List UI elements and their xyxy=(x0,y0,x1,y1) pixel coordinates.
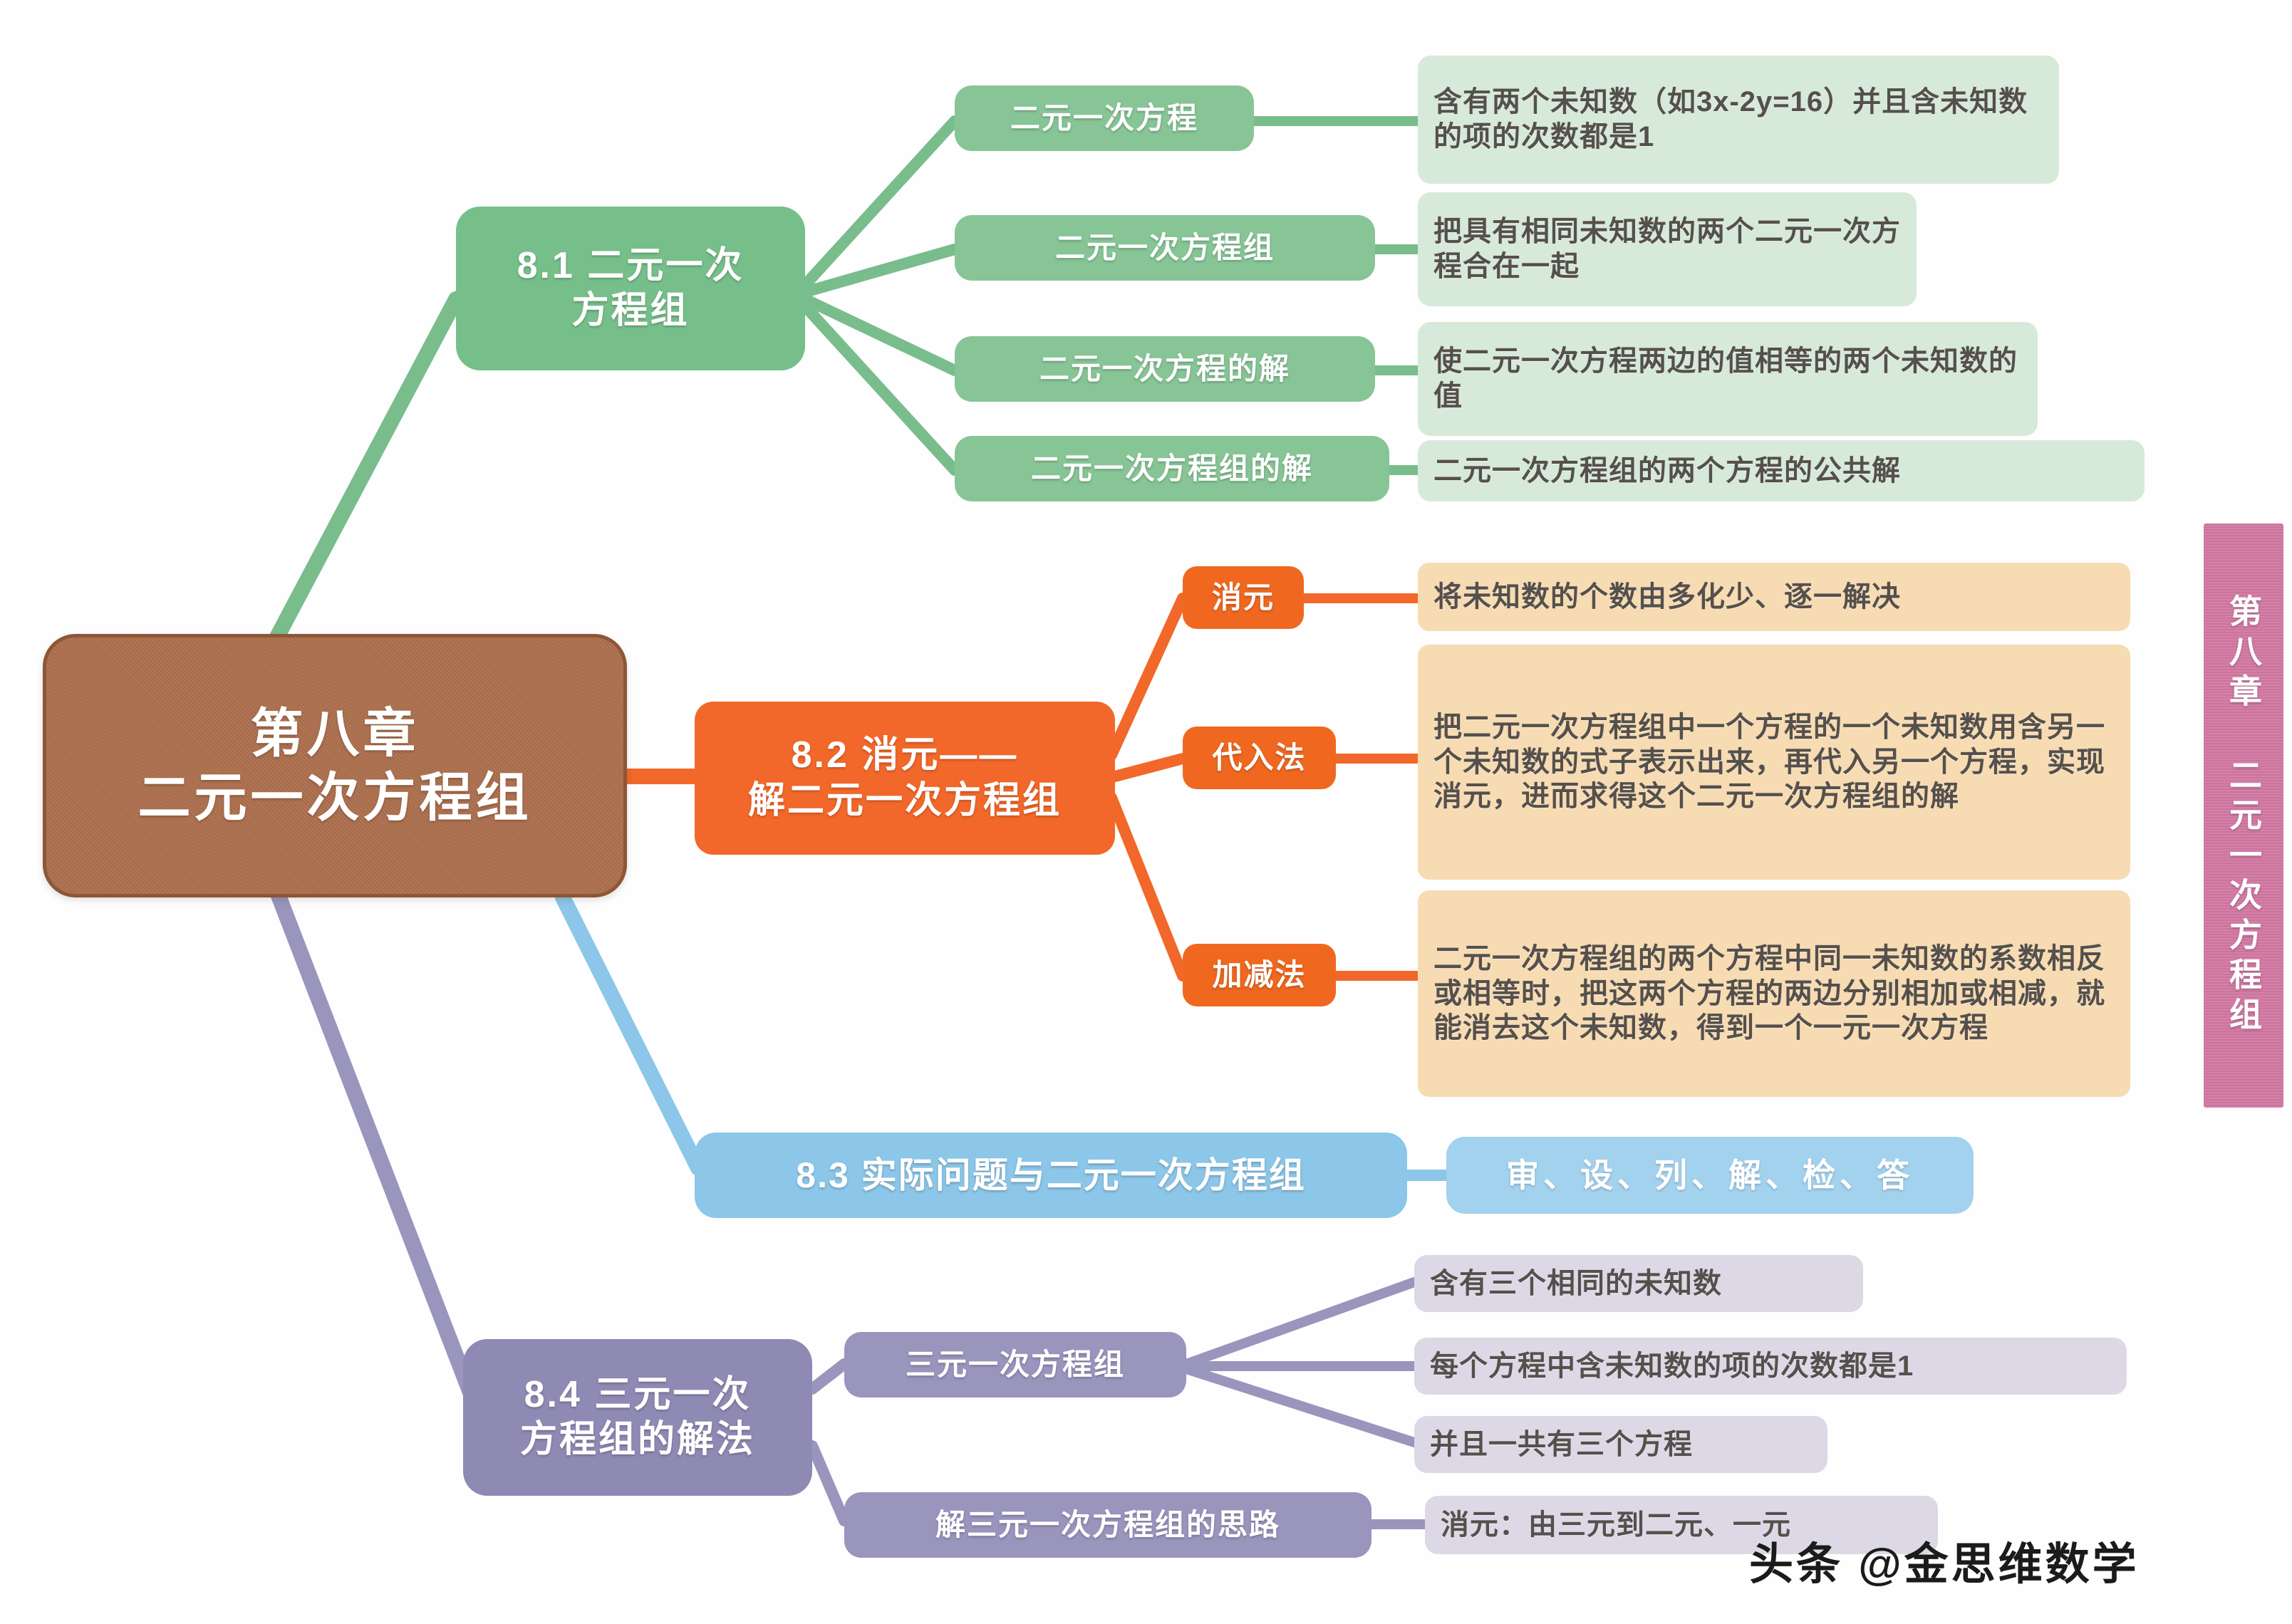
desc-8-4-1-0: 消元：由三元到二元、一元 xyxy=(1425,1496,1938,1554)
desc-8-2-1-text: 把二元一次方程组中一个方程的一个未知数用含另一个未知数的式子表示出来，再代入另一… xyxy=(1433,711,2105,813)
desc-8-4-0-0-text: 含有三个相同的未知数 xyxy=(1430,1267,1722,1299)
desc-8-4-0-2-text: 并且一共有三个方程 xyxy=(1430,1428,1693,1460)
subnode-8-4-0[interactable]: 三元一次方程组 xyxy=(844,1332,1186,1397)
subnode-8-4-1-label: 解三元一次方程组的思路 xyxy=(935,1508,1280,1542)
subnode-8-2-2[interactable]: 加减法 xyxy=(1183,944,1336,1006)
chapter-side-tab-label: 第八章 二元一次方程组 xyxy=(2225,594,2262,1037)
desc-8-4-0-1-text: 每个方程中含未知数的项的次数都是1 xyxy=(1430,1350,1914,1382)
subnode-8-2-1[interactable]: 代入法 xyxy=(1183,727,1336,789)
desc-8-1-0: 含有两个未知数（如3x-2y=16）并且含未知数的项的次数都是1 xyxy=(1418,56,2059,184)
branch-8-1-title-line1: 8.1 二元一次 xyxy=(517,244,745,286)
subnode-8-1-1-label: 二元一次方程组 xyxy=(1054,231,1275,265)
desc-8-2-1: 把二元一次方程组中一个方程的一个未知数用含另一个未知数的式子表示出来，再代入另一… xyxy=(1418,645,2130,880)
subnode-8-2-0[interactable]: 消元 xyxy=(1183,566,1304,629)
subnode-8-2-1-label: 代入法 xyxy=(1212,741,1307,775)
desc-8-1-3-text: 二元一次方程组的两个方程的公共解 xyxy=(1433,454,1901,486)
branch-8-2-title-line2: 解二元一次方程组 xyxy=(747,779,1062,821)
subnode-8-2-0-label: 消元 xyxy=(1211,581,1275,615)
desc-8-1-0-text: 含有两个未知数（如3x-2y=16）并且含未知数的项的次数都是1 xyxy=(1433,86,2028,152)
central-node-line1: 第八章 xyxy=(250,703,420,763)
subnode-8-1-2-label: 二元一次方程的解 xyxy=(1039,352,1290,386)
subnode-8-1-0-label: 二元一次方程 xyxy=(1010,101,1198,135)
desc-8-1-3: 二元一次方程组的两个方程的公共解 xyxy=(1418,440,2145,501)
desc-8-4-0-2: 并且一共有三个方程 xyxy=(1414,1416,1827,1473)
subnode-8-1-3-label: 二元一次方程组的解 xyxy=(1030,452,1313,486)
desc-8-4-1-0-text: 消元：由三元到二元、一元 xyxy=(1441,1509,1791,1541)
branch-node-8-4[interactable]: 8.4 三元一次 方程组的解法 xyxy=(463,1339,812,1496)
desc-8-2-0-text: 将未知数的个数由多化少、逐一解决 xyxy=(1433,581,1901,613)
desc-8-1-1: 把具有相同未知数的两个二元一次方程合在一起 xyxy=(1418,192,1917,306)
desc-8-2-2-text: 二元一次方程组的两个方程中同一未知数的系数相反或相等时，把这两个方程的两边分别相… xyxy=(1433,942,2105,1044)
desc-8-1-2: 使二元一次方程两边的值相等的两个未知数的值 xyxy=(1418,322,2038,436)
branch-8-4-title-line2: 方程组的解法 xyxy=(519,1419,755,1460)
desc-8-4-0-1: 每个方程中含未知数的项的次数都是1 xyxy=(1414,1338,2127,1395)
desc-8-2-0: 将未知数的个数由多化少、逐一解决 xyxy=(1418,563,2130,631)
desc-8-1-1-text: 把具有相同未知数的两个二元一次方程合在一起 xyxy=(1433,216,1901,282)
desc-8-3: 审、设、列、解、检、答 xyxy=(1446,1137,1974,1214)
subnode-8-1-2[interactable]: 二元一次方程的解 xyxy=(955,336,1375,402)
subnode-8-1-1[interactable]: 二元一次方程组 xyxy=(955,215,1375,281)
desc-8-2-2: 二元一次方程组的两个方程中同一未知数的系数相反或相等时，把这两个方程的两边分别相… xyxy=(1418,890,2130,1097)
branch-8-3-title: 8.3 实际问题与二元一次方程组 xyxy=(796,1155,1306,1195)
central-node[interactable]: 第八章 二元一次方程组 xyxy=(43,634,627,897)
branch-node-8-2[interactable]: 8.2 消元—— 解二元一次方程组 xyxy=(695,702,1115,855)
branch-8-1-title-line2: 方程组 xyxy=(571,290,690,331)
branch-node-8-3[interactable]: 8.3 实际问题与二元一次方程组 xyxy=(695,1133,1407,1218)
branch-node-8-1[interactable]: 8.1 二元一次 方程组 xyxy=(456,207,805,370)
central-node-line2: 二元一次方程组 xyxy=(138,768,532,827)
subnode-8-1-0[interactable]: 二元一次方程 xyxy=(955,85,1254,151)
subnode-8-1-3[interactable]: 二元一次方程组的解 xyxy=(955,436,1389,501)
watermark: 头条 @金思维数学 xyxy=(1749,1528,2140,1592)
watermark-text: 头条 @金思维数学 xyxy=(1749,1540,2140,1589)
chapter-side-tab[interactable]: 第八章 二元一次方程组 xyxy=(2204,524,2283,1108)
subnode-8-4-0-label: 三元一次方程组 xyxy=(905,1348,1125,1382)
desc-8-3-text: 审、设、列、解、检、答 xyxy=(1506,1156,1914,1194)
branch-8-2-title-line1: 8.2 消元—— xyxy=(791,734,1019,776)
desc-8-1-2-text: 使二元一次方程两边的值相等的两个未知数的值 xyxy=(1433,345,2018,412)
subnode-8-2-2-label: 加减法 xyxy=(1212,958,1307,992)
branch-8-4-title-line1: 8.4 三元一次 xyxy=(524,1373,752,1415)
desc-8-4-0-0: 含有三个相同的未知数 xyxy=(1414,1255,1863,1312)
subnode-8-4-1[interactable]: 解三元一次方程组的思路 xyxy=(844,1492,1371,1558)
